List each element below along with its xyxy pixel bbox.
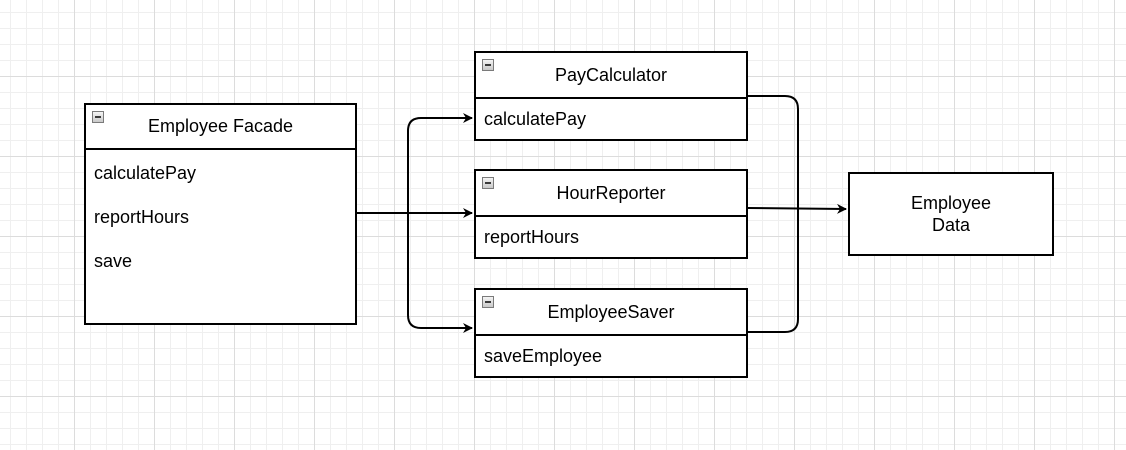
hour-reporter-header[interactable]: HourReporter bbox=[476, 171, 746, 217]
connector-facade-to-employee-saver bbox=[407, 213, 473, 333]
hour-reporter-title: HourReporter bbox=[556, 182, 666, 203]
pay-calculator-header[interactable]: PayCalculator bbox=[476, 53, 746, 99]
pay-calculator-title: PayCalculator bbox=[554, 64, 668, 85]
collapse-icon[interactable] bbox=[482, 177, 494, 189]
employee-facade-title: Employee Facade bbox=[147, 116, 294, 136]
collapse-icon[interactable] bbox=[482, 296, 494, 308]
employee-data-label-line2: Data bbox=[931, 215, 971, 235]
facade-method-save: save bbox=[94, 251, 133, 271]
employee-data-label-line1: Employee bbox=[910, 193, 992, 213]
connector-employee-saver-to-data bbox=[748, 209, 799, 333]
connector-hour-reporter-to-employee-data bbox=[747, 203, 847, 214]
employee-saver-title: EmployeeSaver bbox=[547, 301, 675, 322]
pay-calculator-class[interactable]: PayCalculator calculatePay bbox=[474, 51, 748, 141]
connector-facade-to-pay-calculator bbox=[407, 113, 473, 213]
facade-method-report-hours: reportHours bbox=[94, 207, 190, 227]
employee-facade-header[interactable]: Employee Facade bbox=[86, 105, 355, 150]
hour-reporter-method: reportHours bbox=[484, 227, 580, 247]
employee-saver-method: saveEmployee bbox=[484, 346, 603, 366]
collapse-icon[interactable] bbox=[92, 111, 104, 123]
employee-data-box[interactable]: Employee Data bbox=[848, 172, 1054, 256]
facade-method-calculate-pay: calculatePay bbox=[94, 163, 197, 183]
pay-calculator-method: calculatePay bbox=[484, 109, 587, 129]
connector-pay-calculator-to-data bbox=[748, 95, 799, 209]
employee-saver-class[interactable]: EmployeeSaver saveEmployee bbox=[474, 288, 748, 378]
hour-reporter-class[interactable]: HourReporter reportHours bbox=[474, 169, 748, 259]
employee-facade-class[interactable]: Employee Facade calculatePay reportHours… bbox=[84, 103, 357, 325]
employee-saver-header[interactable]: EmployeeSaver bbox=[476, 290, 746, 336]
collapse-icon[interactable] bbox=[482, 59, 494, 71]
